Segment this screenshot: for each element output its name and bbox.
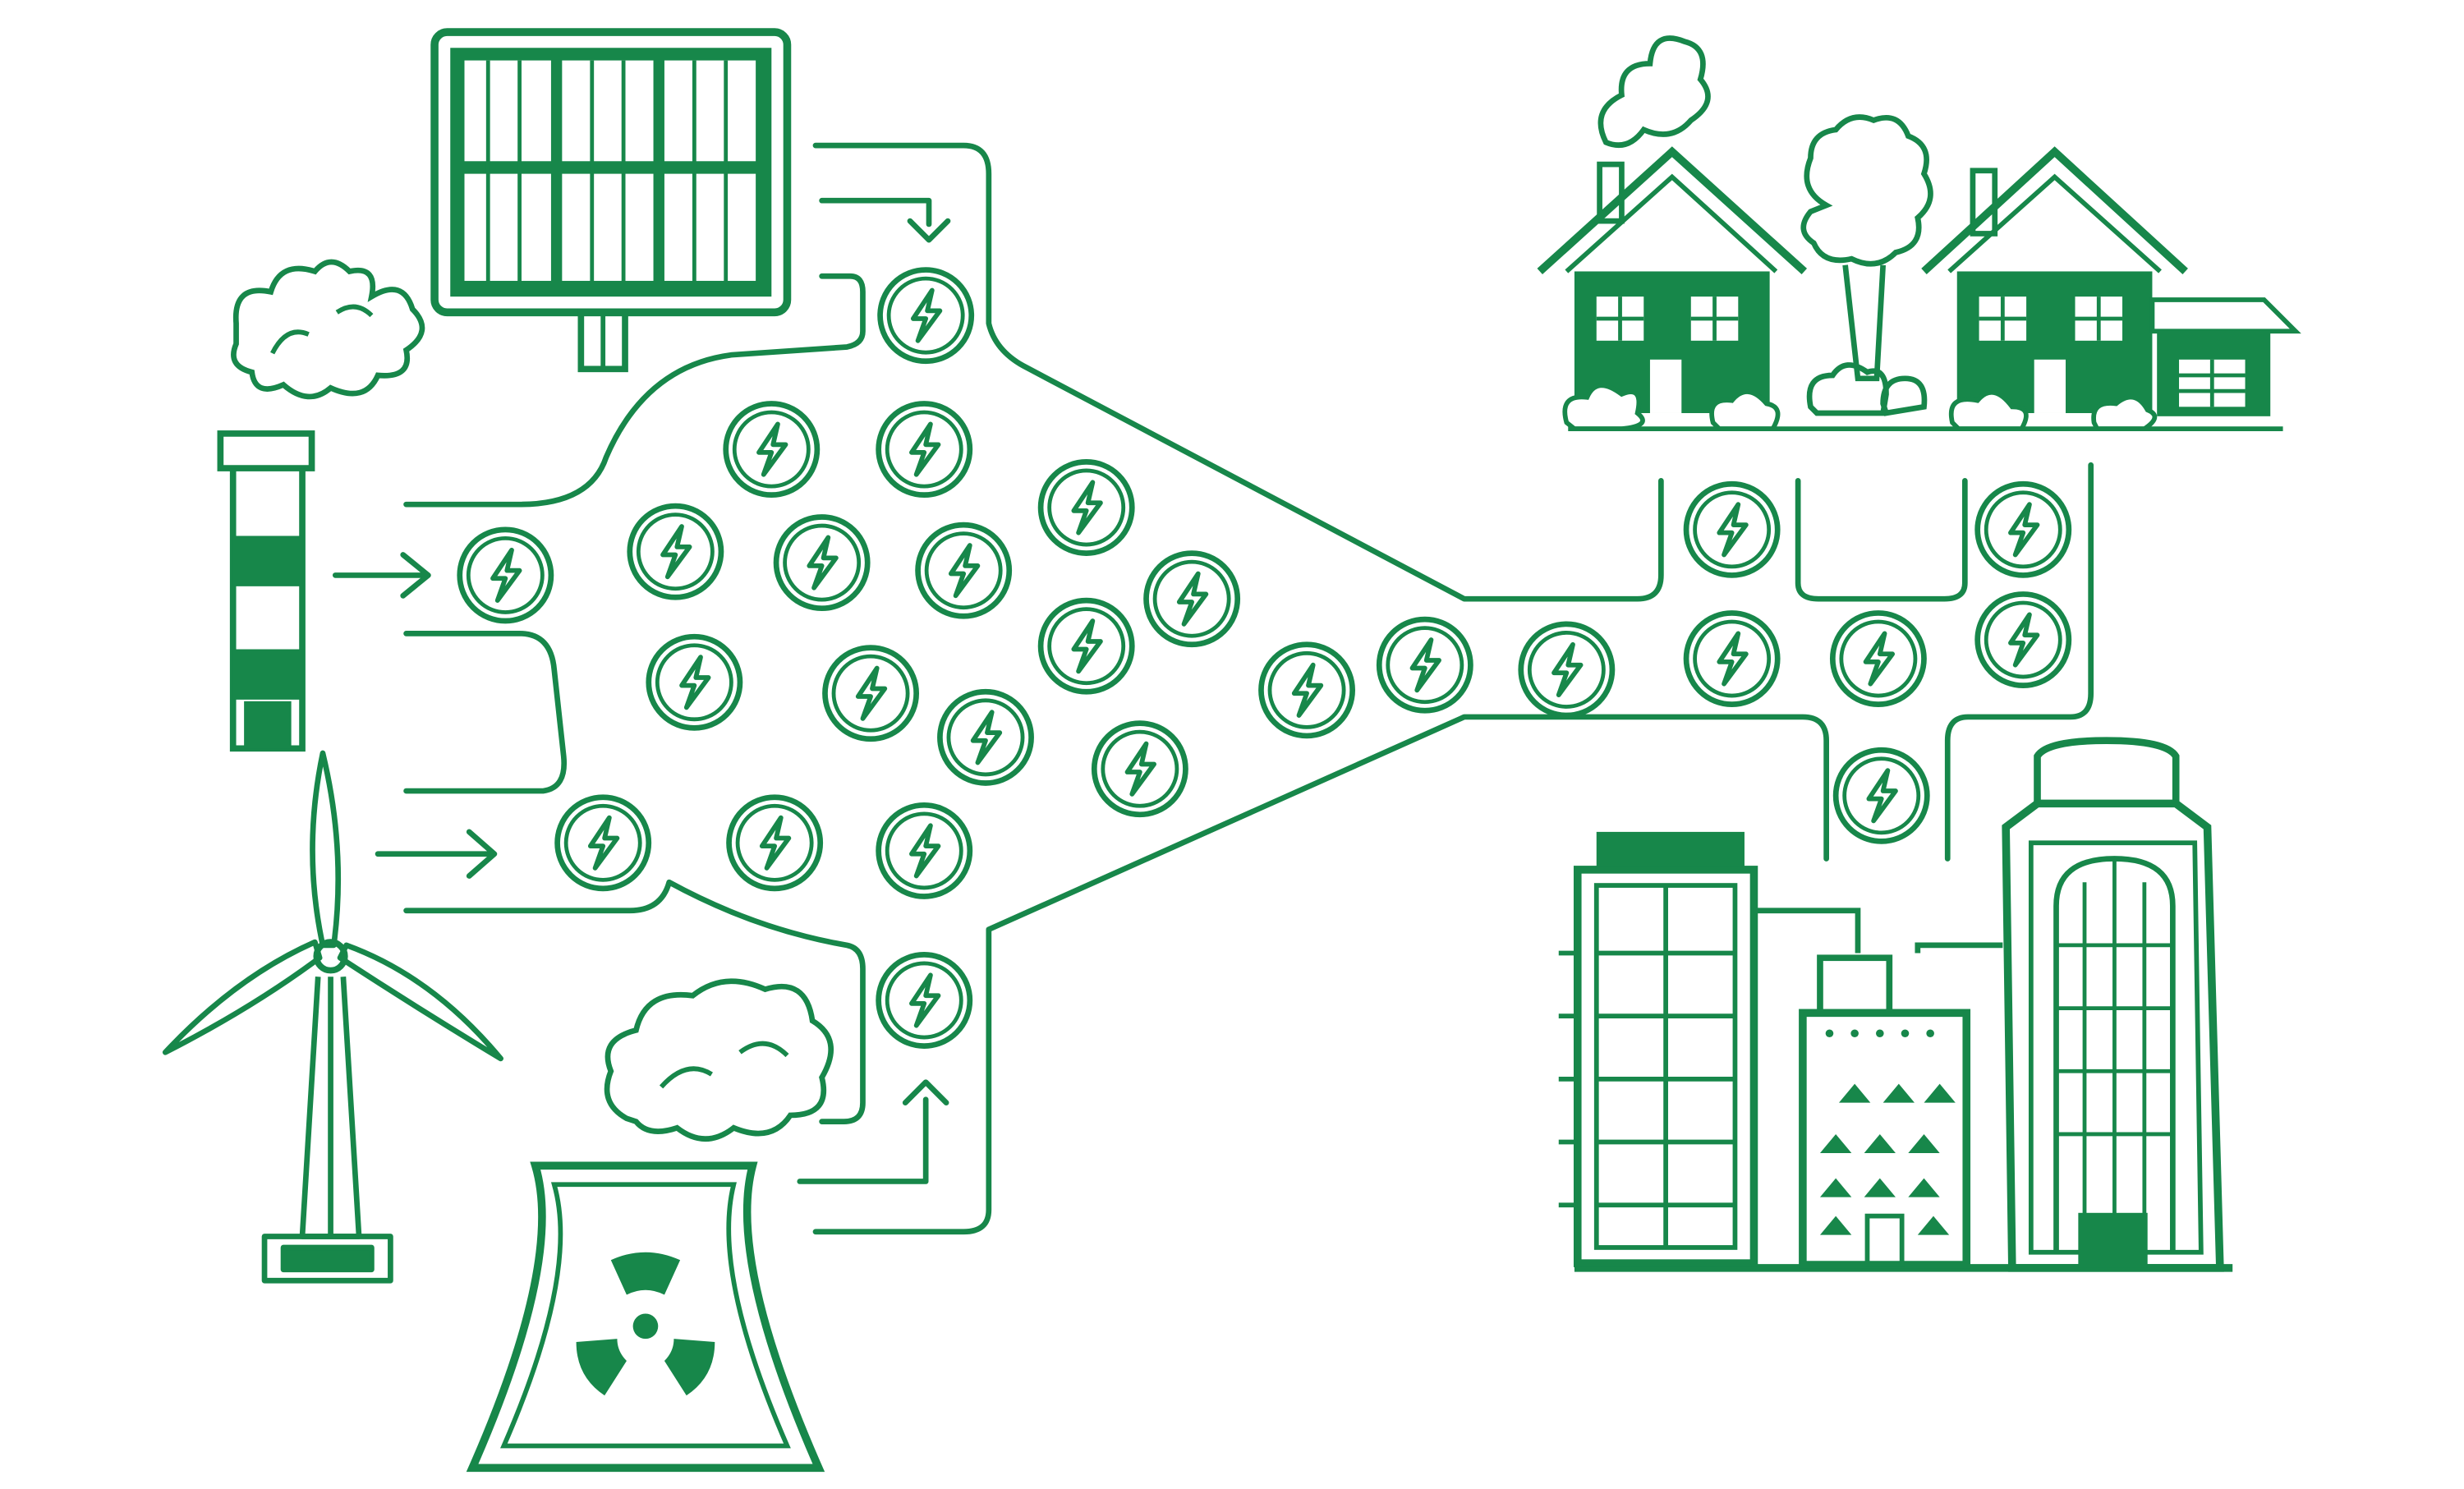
lightning-bolt-icon	[776, 517, 867, 609]
lightning-bolt-icon	[1836, 750, 1927, 841]
lightning-bolt-icon	[918, 525, 1009, 616]
lightning-bolt-icon	[879, 403, 970, 494]
lightning-bolt-icon	[825, 648, 916, 739]
lightning-bolt-icon	[1379, 619, 1470, 710]
lightning-bolt-icon	[879, 805, 970, 896]
houses	[1537, 35, 2301, 432]
lightning-bolt-icon	[460, 530, 551, 621]
wind-turbine	[162, 750, 503, 1284]
grid-pipes	[332, 142, 2094, 1235]
lightning-bolt-icon	[1094, 724, 1185, 815]
lightning-bolt-icon	[1147, 554, 1238, 645]
lightning-bolt-icon	[1261, 645, 1352, 736]
nuclear-cooling-tower	[466, 978, 834, 1473]
solar-panel	[430, 28, 792, 373]
energy-tokens	[460, 270, 2069, 1046]
lightning-bolt-icon	[879, 954, 970, 1046]
lightning-bolt-icon	[1041, 462, 1132, 553]
lightning-bolt-icon	[729, 797, 821, 889]
lightning-bolt-icon	[1686, 613, 1777, 704]
lightning-bolt-icon	[558, 797, 649, 889]
lightning-bolt-icon	[1521, 624, 1612, 715]
lightning-bolt-icon	[1041, 600, 1132, 692]
lightning-bolt-icon	[940, 692, 1031, 783]
lightning-bolt-icon	[726, 403, 817, 494]
office-buildings	[1558, 737, 2233, 1272]
lightning-bolt-icon	[1978, 594, 2069, 685]
lightning-bolt-icon	[630, 506, 721, 597]
tree	[1800, 114, 1933, 416]
lightning-bolt-icon	[649, 637, 740, 728]
lightning-bolt-icon	[1978, 484, 2069, 575]
coal-chimney	[217, 259, 425, 752]
lightning-bolt-icon	[880, 270, 972, 361]
lightning-bolt-icon	[1832, 613, 1924, 704]
radiation-icon	[576, 1252, 715, 1396]
lightning-bolt-icon	[1686, 484, 1777, 575]
